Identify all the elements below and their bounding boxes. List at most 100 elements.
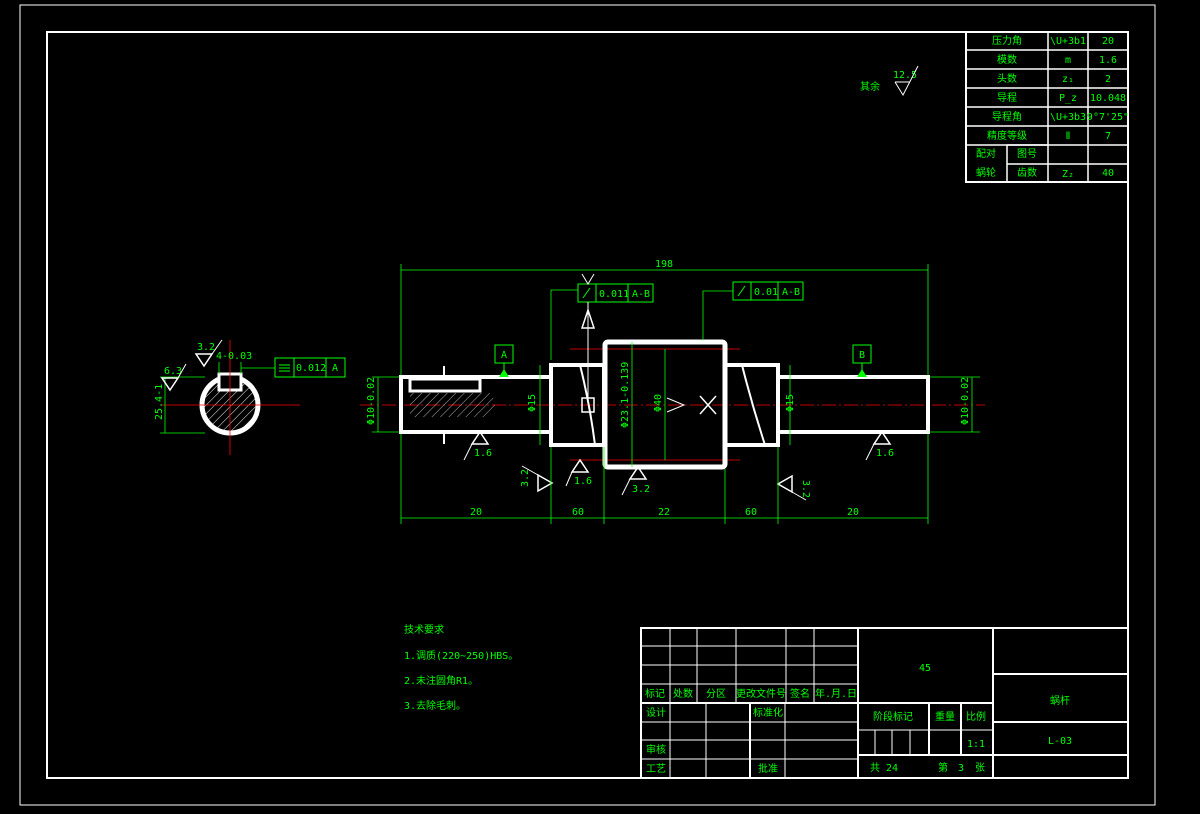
roughness-note-value: 12.5 xyxy=(893,70,917,81)
mate-label: 蜗轮 xyxy=(976,166,996,179)
dia-right-journal: Φ15 xyxy=(785,394,796,412)
tech-req-title: 技术要求 xyxy=(404,623,444,636)
rev-header: 年.月.日 xyxy=(815,687,857,700)
param-value: 2 xyxy=(1105,74,1111,85)
shaft-right-end xyxy=(776,375,930,434)
param-name: 压力角 xyxy=(992,34,1022,47)
len-1: 20 xyxy=(470,507,482,518)
broken-section-hatch xyxy=(410,393,495,417)
drawing-number: L-03 xyxy=(1048,736,1072,747)
roughness-symbol xyxy=(470,430,490,445)
tech-req-item: 2.未注圆角R1。 xyxy=(404,674,478,687)
section-rough-a: 3.2 xyxy=(197,342,215,353)
runout-right-value: 0.01 xyxy=(754,287,778,298)
keyway-slot xyxy=(408,377,482,393)
overall-length-dim: 198 xyxy=(655,259,673,270)
param-value: 9°7'25" xyxy=(1087,112,1129,123)
runout-left-frame xyxy=(577,283,654,303)
title-block: 标记 处数 分区 更改文件号 签名 年.月.日 设计 标准化 审核 工艺 批准 … xyxy=(640,627,1129,779)
arrow-marker xyxy=(580,307,596,329)
part-name: 蜗杆 xyxy=(1050,695,1070,707)
tech-req-item: 1.调质(220~250)HBS。 xyxy=(404,650,518,662)
dia-left-end: Φ10-0.02 xyxy=(366,377,377,425)
main-view: 198 0.011 A-B 0.01 A-B A B Φ10-0.02 Φ15 xyxy=(360,259,985,524)
standardize-label: 标准化 xyxy=(753,706,783,719)
len-3: 22 xyxy=(658,507,670,518)
dia-right-end: Φ10-0.02 xyxy=(960,377,971,425)
sheet-no-unit: 张 xyxy=(975,762,985,774)
section-dia-dim: 25.4-1 xyxy=(154,384,165,420)
section-rough-b: 6.3 xyxy=(164,366,182,377)
sheets-total: 24 xyxy=(886,763,898,774)
param-name: 导程角 xyxy=(992,111,1022,123)
process-label: 工艺 xyxy=(646,763,666,775)
roughness-symbol xyxy=(776,474,793,494)
roughness-symbol xyxy=(872,430,892,445)
tech-req-item: 3.去除毛刺。 xyxy=(404,699,466,712)
param-table: 压力角 \U+3b1 20 模数 m 1.6 头数 z₁ 2 导程 P_z 10… xyxy=(965,31,1129,183)
mate-code-label: 图号 xyxy=(1017,148,1037,160)
roughness-symbol xyxy=(894,65,919,97)
param-symbol: m xyxy=(1065,55,1071,66)
param-name: 模数 xyxy=(997,53,1017,66)
mate-teeth-value: 40 xyxy=(1102,168,1114,179)
keyway-dim: 4-0.03 xyxy=(216,351,252,362)
rough-6: 3.2 xyxy=(800,480,811,498)
datum-a-label: A xyxy=(501,350,507,361)
runout-left-ref: A-B xyxy=(632,289,650,300)
flatness-datum: A xyxy=(332,363,338,374)
param-name: 精度等级 xyxy=(987,129,1027,142)
runout-left-value: 0.011 xyxy=(599,289,629,300)
param-name: 头数 xyxy=(997,72,1017,85)
inner-border xyxy=(46,31,1129,779)
param-name: 导程 xyxy=(997,92,1017,104)
rough-3: 3.2 xyxy=(520,469,531,487)
datum-b-label: B xyxy=(859,350,865,361)
roughness-note-label: 其余 xyxy=(860,80,880,93)
rev-header: 处数 xyxy=(673,687,693,700)
roughness-symbol xyxy=(570,458,590,473)
param-symbol: Ⅱ xyxy=(1066,131,1071,142)
roughness-symbol xyxy=(194,353,214,368)
rough-5: 3.2 xyxy=(632,484,650,495)
flatness-value: 0.012 xyxy=(296,363,326,374)
len-4: 60 xyxy=(745,507,757,518)
mate-label: 配对 xyxy=(976,147,996,160)
rough-1: 1.6 xyxy=(474,448,492,459)
runout-right-ref: A-B xyxy=(782,287,800,298)
param-value: 1.6 xyxy=(1099,55,1117,66)
scale-label: 比例 xyxy=(966,710,986,723)
runout-right-frame xyxy=(732,281,804,301)
rough-4: 1.6 xyxy=(574,476,592,487)
len-2: 60 xyxy=(572,507,584,518)
design-label: 设计 xyxy=(646,706,666,719)
dia-root: Φ23.1-0.139 xyxy=(620,362,631,428)
outer-border xyxy=(19,4,1156,806)
dia-pitch: Φ40 xyxy=(653,394,664,412)
rough-2: 1.6 xyxy=(876,448,894,459)
param-symbol: \U+3b3 xyxy=(1050,112,1086,123)
param-symbol: P_z xyxy=(1059,93,1077,104)
param-symbol: \U+3b1 xyxy=(1050,36,1086,47)
flatness-frame xyxy=(274,357,346,378)
section-view: 25.4-1 4-0.03 3.2 6.3 0.012 A xyxy=(154,339,346,455)
rev-header: 标记 xyxy=(645,688,665,700)
mate-teeth-symbol: Z₂ xyxy=(1062,169,1074,180)
roughness-note: 其余 12.5 xyxy=(860,65,919,97)
sheet-no-prefix: 第 xyxy=(938,761,948,774)
material: 45 xyxy=(919,663,931,674)
roughness-symbol xyxy=(160,377,180,392)
roughness-symbol xyxy=(537,473,554,493)
sheet-no: 3 xyxy=(958,763,964,774)
rev-header: 更改文件号 xyxy=(736,687,786,700)
param-symbol: z₁ xyxy=(1062,74,1074,85)
approve-label: 批准 xyxy=(758,762,778,775)
dia-left-journal: Φ15 xyxy=(527,394,538,412)
weight-label: 重量 xyxy=(935,710,955,723)
len-5: 20 xyxy=(847,507,859,518)
scale-value: 1:1 xyxy=(967,739,985,750)
sheets-total-prefix: 共 xyxy=(870,762,880,774)
tech-requirements: 技术要求 1.调质(220~250)HBS。 2.未注圆角R1。 3.去除毛刺。 xyxy=(404,623,518,712)
param-value: 10.048 xyxy=(1090,93,1126,104)
